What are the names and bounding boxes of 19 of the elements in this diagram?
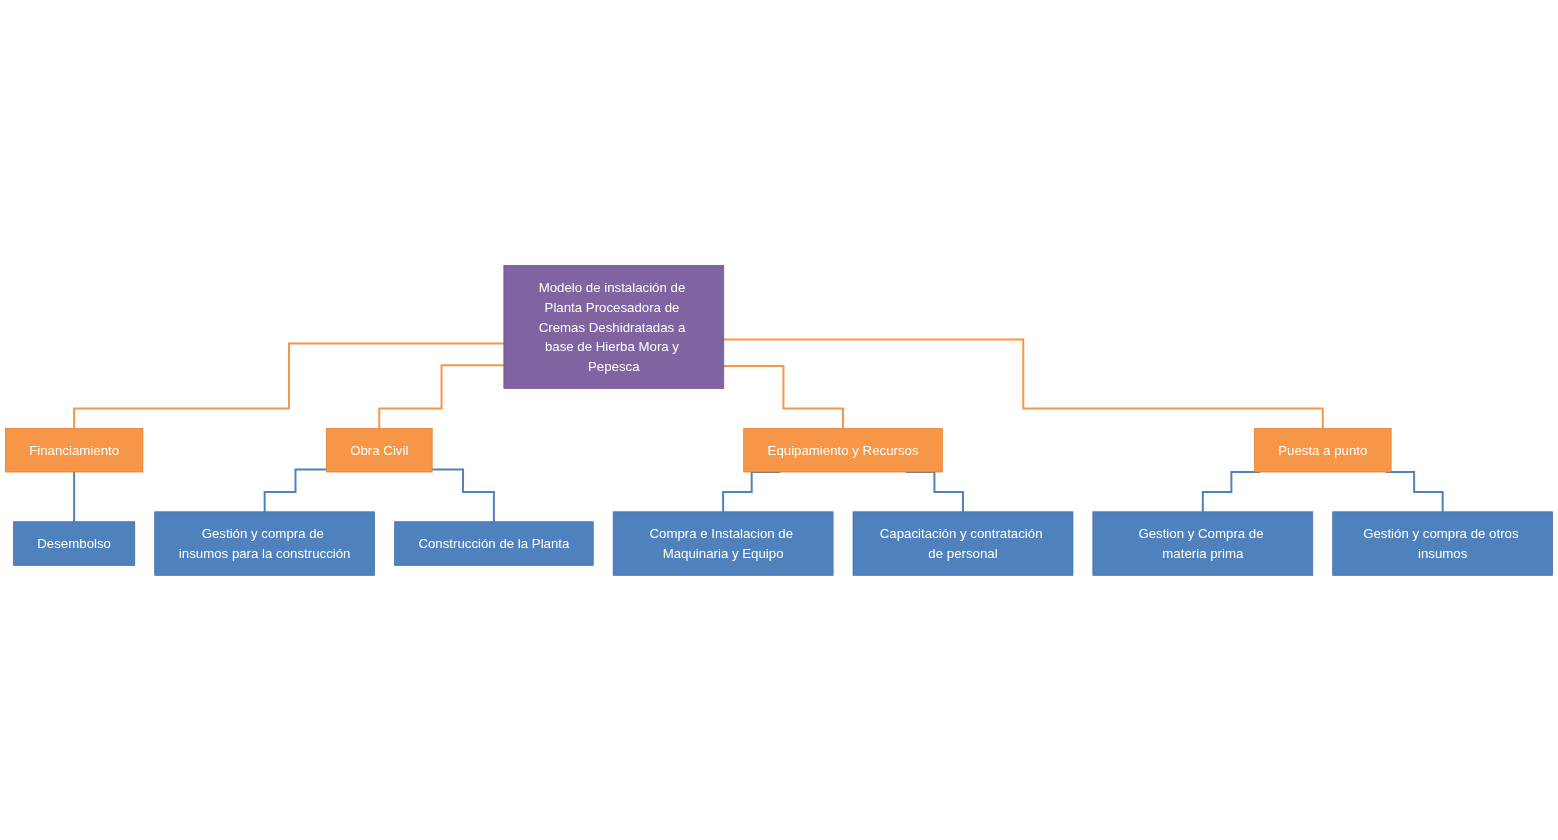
connector <box>722 338 1324 429</box>
node-box: Capacitación y contratación de personal <box>852 511 1074 576</box>
node-box: Compra e Instalacion de Maquinaria y Equipo <box>612 511 834 576</box>
node-box: Equipamiento y Recursos <box>743 427 943 472</box>
connector <box>431 468 495 523</box>
node-box: Financiamiento <box>5 427 144 472</box>
connector <box>722 364 845 429</box>
node-box: Puesta a punto <box>1254 427 1392 472</box>
connector <box>73 470 76 523</box>
node-box: Obra Civil <box>326 427 433 472</box>
node-box: Gestión y compra de insumos para la construcción <box>154 511 375 576</box>
node-box: Gestion y Compra de materia prima <box>1092 511 1314 576</box>
node-box: Gestión y compra de otros insumos <box>1332 511 1553 576</box>
node-box: Desembolso <box>13 521 136 566</box>
node-box: Construcción de la Planta <box>394 521 594 566</box>
connector <box>73 342 505 429</box>
connector <box>263 468 328 513</box>
node-box: Modelo de instalación de Planta Procesadora de Cremas Deshidratadas a base de Hierba Mora y Pepesca <box>503 264 725 389</box>
connector <box>378 363 505 429</box>
